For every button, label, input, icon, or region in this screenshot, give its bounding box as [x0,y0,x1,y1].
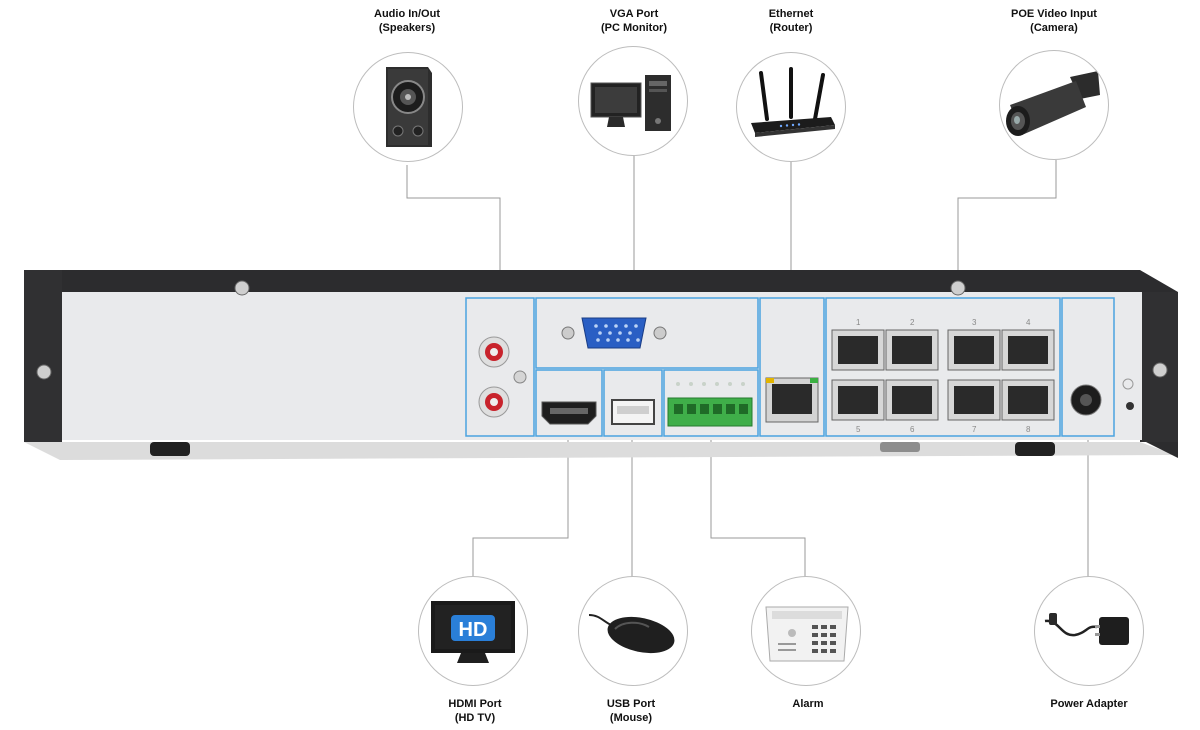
label-ethernet-line1: Ethernet [768,8,814,20]
screw-right [1152,362,1168,378]
nvr-shadow [24,442,1175,460]
label-ethernet: Ethernet (Router) [711,7,871,35]
mouse-circle [578,576,688,686]
foot-2 [1015,442,1055,456]
tv-circle: HD [418,576,528,686]
alarm-panel-icon [765,606,849,662]
label-usb-line1: USB Port [606,698,656,710]
highlight-vga [535,297,759,369]
highlight-poe [825,297,1061,437]
poe-port-number: 1 [856,318,861,327]
power-jack [1070,378,1134,416]
poe-port-number: 5 [856,425,861,434]
camera-circle [999,50,1109,160]
leader-alarm [710,438,806,580]
poe-port-number: 8 [1026,425,1031,434]
label-poe-line1: POE Video Input [1011,8,1097,20]
hdmi-port [541,401,597,425]
highlight-alarm [663,369,759,437]
mouse-icon [588,614,675,654]
port-highlights [465,297,1115,437]
power-adapter-icon [1044,613,1129,645]
poe-port-number: 6 [910,425,915,434]
speaker-circle [353,52,463,162]
leader-poe [957,160,1057,282]
screw-left [36,364,52,380]
router-circle [736,52,846,162]
highlight-usb [603,369,663,437]
label-hdmi-line1: HDMI Port [448,698,502,710]
poe-port-number: 2 [910,318,915,327]
leader-audio [406,165,501,298]
label-alarm-line1: Alarm [792,698,824,710]
ethernet-port [765,377,819,423]
camera-icon [1006,71,1100,136]
label-usb-line2: (Mouse) [609,712,653,724]
screw-top-left [234,280,250,296]
label-usb: USB Port (Mouse) [551,697,711,725]
highlight-hdmi [535,369,603,437]
poe-port-number: 4 [1026,318,1031,327]
nvr-body: 1 2 3 4 5 6 7 8 [24,270,1178,460]
nvr-frame [24,270,1178,458]
label-power: Power Adapter [1009,697,1169,711]
foot-1 [150,442,190,456]
leader-lines [406,150,1089,585]
label-poe-line2: (Camera) [1030,22,1078,34]
label-vga-line1: VGA Port [609,8,659,20]
label-hdmi-line2: (HD TV) [454,712,496,724]
label-audio: Audio In/Out (Speakers) [327,7,487,35]
computer-icon [590,75,671,131]
highlight-audio [465,297,535,437]
label-power-line1: Power Adapter [1050,698,1128,710]
alarm-terminal [667,382,753,427]
label-vga-line2: (PC Monitor) [601,22,667,34]
screw-top-right [950,280,966,296]
power-adapter-circle [1034,576,1144,686]
label-poe: POE Video Input (Camera) [974,7,1134,35]
leader-hdmi [472,438,569,585]
speaker-icon [386,67,432,147]
vga-port [561,317,667,349]
label-ethernet-line2: (Router) [769,22,813,34]
alarm-circle [751,576,861,686]
label-audio-line1: Audio In/Out [374,8,440,20]
foot-3 [880,442,920,452]
poe-port-number: 3 [972,318,977,327]
usb-port [611,399,655,425]
pc-circle [578,46,688,156]
left-ear [24,270,62,442]
highlight-ethernet [759,297,825,437]
router-icon [751,67,835,137]
highlight-power [1061,297,1115,437]
tv-icon: HD [431,601,515,663]
label-alarm: Alarm [728,697,888,711]
audio-jacks [478,336,527,418]
label-vga: VGA Port (PC Monitor) [554,7,714,35]
poe-ports: 1 2 3 4 5 6 7 8 [831,318,1055,434]
hd-badge: HD [459,619,488,641]
poe-port-number: 7 [972,425,977,434]
label-audio-line2: (Speakers) [378,22,436,34]
label-hdmi: HDMI Port (HD TV) [395,697,555,725]
